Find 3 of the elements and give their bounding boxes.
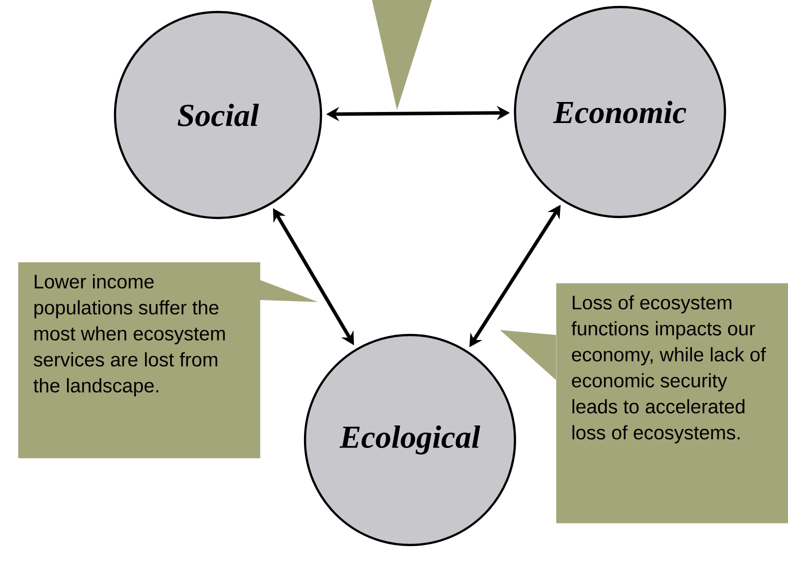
callout-box: Lower income populations suffer the most when ecosystem services are lost from the landscape. <box>18 262 318 458</box>
callout-box: Loss of ecosystem functions impacts our economy, while lack of economic security leads to accelerated loss of ecosystems. <box>500 283 788 524</box>
callout-tail <box>372 0 432 110</box>
